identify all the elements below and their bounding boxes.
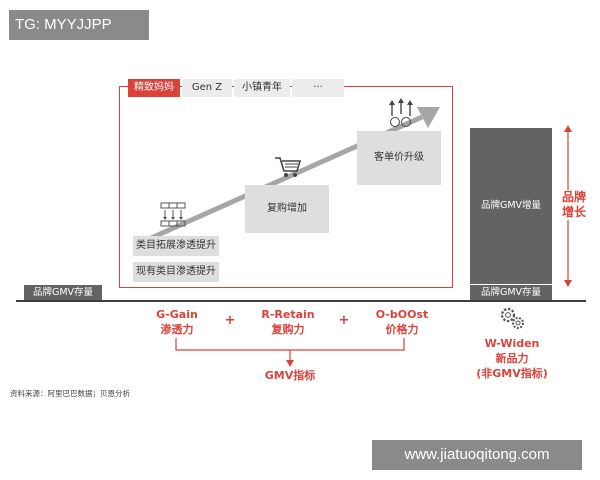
brand-growth-label: 品牌 增长: [561, 190, 587, 220]
r-retain-label: R-Retain 复购力: [252, 307, 324, 337]
gmv-increment-bar: 品牌GMV增量: [470, 128, 552, 284]
base-gmv-right: 品牌GMV存量: [470, 285, 552, 301]
watermark-bottom-right: www.jiatuoqitong.com: [372, 440, 582, 470]
step-aov: 客单价升级: [357, 131, 441, 185]
gmv-bracket: [175, 338, 405, 367]
brace-label-2: 增长: [561, 205, 586, 219]
w-widen-label: W-Widen 新品力 (非GMV指标): [466, 336, 558, 381]
o-boost-label: O-bOOst 价格力: [366, 307, 438, 337]
g-gain-title: G-Gain: [156, 308, 198, 321]
w-widen-sub1: 新品力: [495, 352, 529, 365]
brace-label-1: 品牌: [561, 190, 586, 204]
r-retain-title: R-Retain: [261, 308, 315, 321]
o-boost-sub: 价格力: [385, 323, 419, 336]
gmv-metric-label: GMV指标: [264, 369, 316, 382]
tab-gen-z[interactable]: Gen Z: [182, 79, 232, 97]
tab-more[interactable]: ···: [292, 79, 344, 97]
gear-icon: [500, 307, 524, 329]
grid-icon: [160, 202, 186, 227]
plus-sign-1: +: [224, 313, 236, 328]
baseline: [16, 300, 586, 302]
source-note: 资料来源：阿里巴巴数据；贝恩分析: [10, 389, 130, 398]
r-retain-sub: 复购力: [271, 323, 305, 336]
o-boost-title: O-bOOst: [375, 308, 429, 321]
g-gain-sub: 渗透力: [160, 323, 194, 336]
base-gmv-left: 品牌GMV存量: [24, 285, 102, 301]
step-existing-category: 现有类目渗透提升: [133, 262, 219, 282]
g-gain-label: G-Gain 渗透力: [145, 307, 209, 337]
step-repurchase: 复购增加: [245, 185, 329, 233]
w-widen-title: W-Widen: [484, 337, 540, 350]
w-widen-sub2: (非GMV指标): [476, 367, 548, 380]
step-category-expand: 类目拓展渗透提升: [133, 236, 219, 256]
cart-icon: [275, 157, 302, 177]
tab-xiaozhen-qingnian[interactable]: 小镇青年: [234, 79, 290, 97]
watermark-top-left: TG: MYYJJPP: [9, 10, 149, 40]
tab-jingzhi-mama[interactable]: 精致妈妈: [128, 79, 180, 97]
price-up-icon: [389, 98, 413, 127]
plus-sign-2: +: [338, 313, 350, 328]
